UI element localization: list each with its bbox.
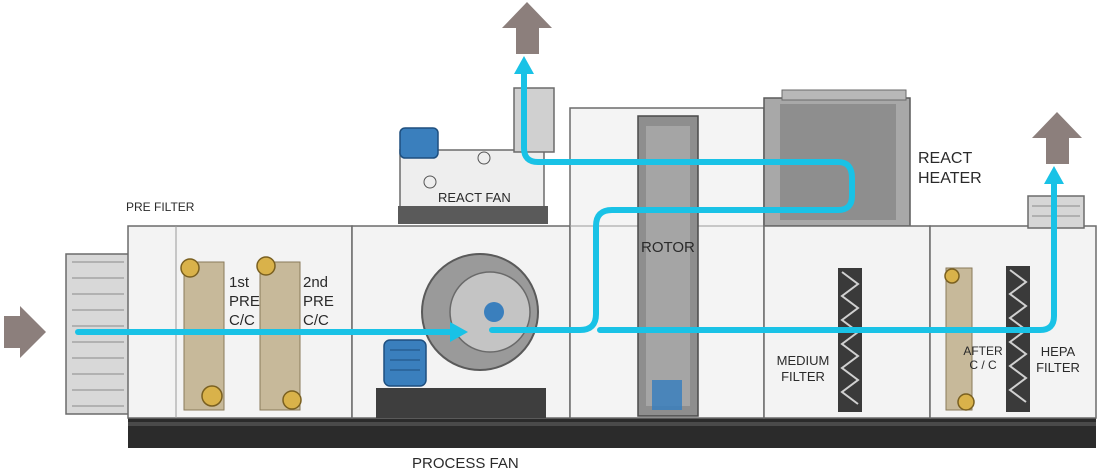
react-fan-label: REACT FAN <box>438 190 511 205</box>
supply-arrow-icon <box>1032 112 1082 164</box>
second-pre-cooling-coil <box>259 261 301 411</box>
after-cc-label: AFTER C / C <box>963 344 1003 372</box>
process-fan-skid <box>376 388 546 418</box>
process-fan-label: PROCESS FAN <box>412 455 519 472</box>
after-cooling-coil <box>945 267 973 411</box>
pre-cooling-section <box>127 225 353 419</box>
pre-filter-label: PRE FILTER <box>126 200 195 214</box>
rotor-drive <box>652 380 682 410</box>
react-fan-motor <box>399 127 439 159</box>
react-fan-duct <box>513 87 555 153</box>
supply-airflow-arrowhead <box>1044 166 1064 184</box>
process-airflow-to-rotor <box>489 69 855 333</box>
medium-filter-pleats <box>838 268 862 412</box>
hepa-filter-label: HEPA FILTER <box>1036 344 1080 375</box>
airflow-arrowheads <box>450 56 1064 342</box>
airflow-paths <box>75 69 1057 335</box>
first-pre-cc-label: 1st PRE C/C <box>229 274 260 329</box>
react-fan-housing <box>399 149 545 209</box>
react-airflow-arrowhead <box>514 56 534 74</box>
process-airflow-arrowhead <box>450 322 468 342</box>
medium-filter-label: MEDIUM FILTER <box>776 353 830 384</box>
supply-airflow-path <box>597 179 1057 333</box>
inlet-damper-slats <box>72 261 124 407</box>
coil-flanges <box>180 256 302 410</box>
react-exhaust-arrow-icon <box>502 2 552 54</box>
base-rail-highlight <box>128 422 1096 426</box>
second-pre-cc-label: 2nd PRE C/C <box>303 274 334 329</box>
first-pre-cooling-coil <box>183 261 225 411</box>
rotor-label: ROTOR <box>641 239 695 256</box>
process-fan-motor <box>383 339 427 387</box>
inlet-arrow-icon <box>4 306 46 358</box>
hepa-filter-pleats <box>1006 266 1030 412</box>
react-heater-label: REACT HEATER <box>918 150 982 187</box>
